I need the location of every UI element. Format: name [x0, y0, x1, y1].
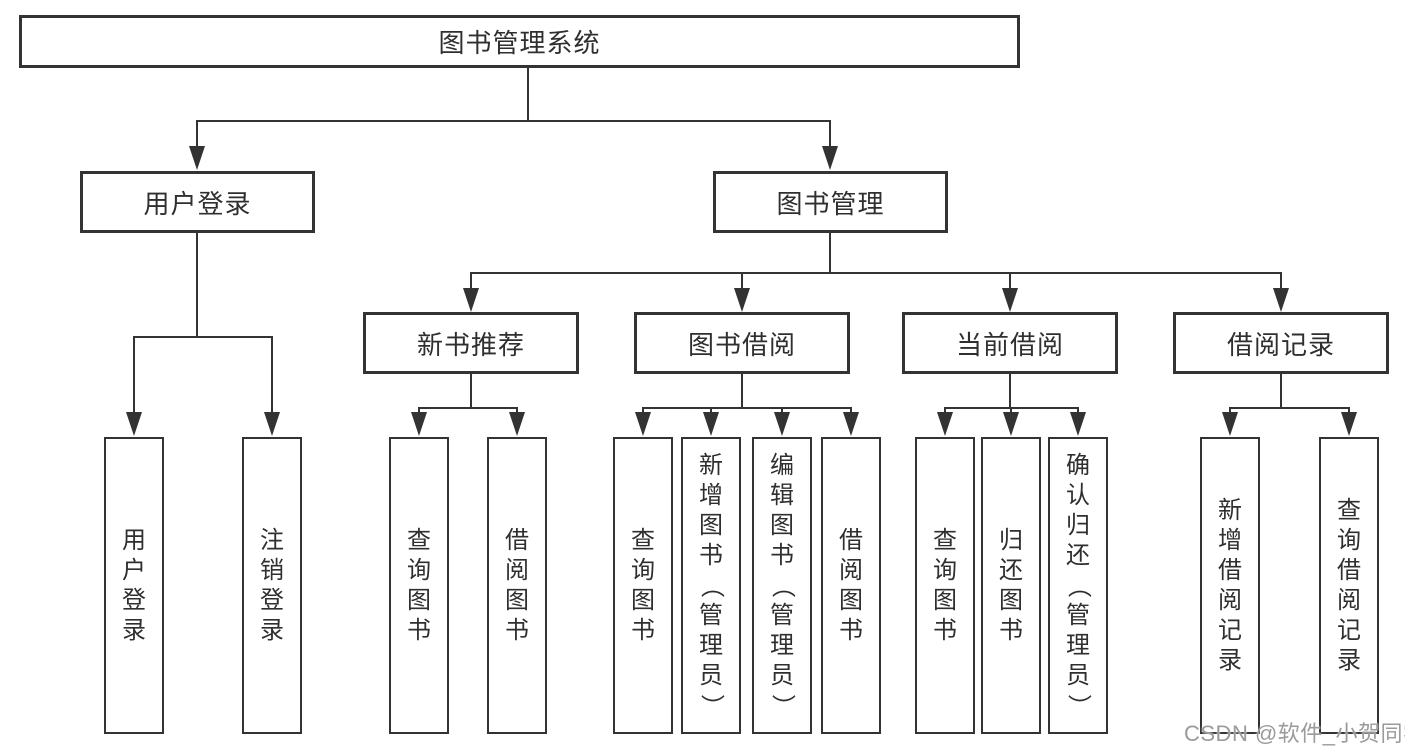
- arrow-down-icon: [411, 412, 427, 436]
- leaf-query-borrow-record: 查询借阅记录: [1319, 437, 1379, 734]
- leaf-borrow-books: 借阅图书: [821, 437, 881, 734]
- connector-line: [133, 336, 135, 414]
- connector-line: [1348, 407, 1350, 416]
- leaf-borrow-books-recommend: 借阅图书: [487, 437, 547, 734]
- connector-line: [470, 272, 472, 290]
- leaf-query-books-recommend: 查询图书: [389, 437, 449, 734]
- connector-line: [1077, 407, 1079, 416]
- arrow-down-icon: [126, 412, 142, 436]
- arrow-down-icon: [843, 412, 859, 436]
- node-user-login: 用户登录: [80, 171, 315, 233]
- connector-line: [944, 407, 946, 416]
- connector-line: [741, 372, 743, 407]
- node-current-borrow: 当前借阅: [902, 312, 1118, 374]
- leaf-add-borrow-record: 新增借阅记录: [1200, 437, 1260, 734]
- arrow-down-icon: [189, 146, 205, 170]
- watermark: CSDN @软件_小贺同学: [1184, 721, 1405, 746]
- connector-line: [1009, 272, 1011, 290]
- leaf-return-book: 归还图书: [981, 437, 1041, 734]
- arrow-down-icon: [1341, 412, 1357, 436]
- connector-line: [196, 231, 198, 336]
- connector-line: [1229, 407, 1350, 409]
- connector-line: [741, 272, 743, 290]
- arrow-down-icon: [264, 412, 280, 436]
- node-borrow-records: 借阅记录: [1173, 312, 1389, 374]
- leaf-add-book-admin: 新增图书（管理员）: [681, 437, 741, 734]
- node-library-management-system: 图书管理系统: [19, 15, 1020, 68]
- arrow-down-icon: [734, 288, 750, 312]
- connector-line: [781, 407, 783, 416]
- arrow-down-icon: [703, 412, 719, 436]
- leaf-query-books-current: 查询图书: [915, 437, 975, 734]
- arrow-down-icon: [463, 288, 479, 312]
- node-book-management: 图书管理: [713, 171, 948, 233]
- connector-line: [1010, 407, 1012, 416]
- connector-line: [642, 407, 644, 416]
- arrow-down-icon: [1273, 288, 1289, 312]
- leaf-logout: 注销登录: [242, 437, 302, 734]
- leaf-user-login: 用户登录: [104, 437, 164, 734]
- arrow-down-icon: [1222, 412, 1238, 436]
- leaf-confirm-return-admin: 确认归还（管理员）: [1048, 437, 1108, 734]
- connector-line: [470, 372, 472, 407]
- connector-line: [642, 407, 851, 409]
- arrow-down-icon: [774, 412, 790, 436]
- connector-line: [710, 407, 712, 416]
- connector-line: [1280, 372, 1282, 407]
- leaf-query-books-borrow: 查询图书: [613, 437, 673, 734]
- arrow-down-icon: [822, 146, 838, 170]
- connector-line: [418, 407, 518, 409]
- connector-line: [271, 336, 273, 414]
- connector-line: [516, 407, 518, 416]
- connector-line: [418, 407, 420, 416]
- connector-line: [470, 272, 1282, 274]
- connector-line: [133, 336, 273, 338]
- leaf-edit-book-admin: 编辑图书（管理员）: [752, 437, 812, 734]
- node-book-borrow: 图书借阅: [634, 312, 850, 374]
- connector-line: [1280, 272, 1282, 290]
- arrow-down-icon: [1002, 288, 1018, 312]
- arrow-down-icon: [509, 412, 525, 436]
- arrow-down-icon: [635, 412, 651, 436]
- connector-line: [196, 120, 831, 122]
- arrow-down-icon: [937, 412, 953, 436]
- connector-line: [527, 66, 529, 120]
- connector-line: [829, 120, 831, 150]
- connector-line: [196, 120, 198, 150]
- connector-line: [829, 231, 831, 272]
- node-new-book-recommend: 新书推荐: [363, 312, 579, 374]
- arrow-down-icon: [1003, 412, 1019, 436]
- connector-line: [1009, 372, 1011, 407]
- connector-line: [850, 407, 852, 416]
- connector-line: [1229, 407, 1231, 416]
- arrow-down-icon: [1070, 412, 1086, 436]
